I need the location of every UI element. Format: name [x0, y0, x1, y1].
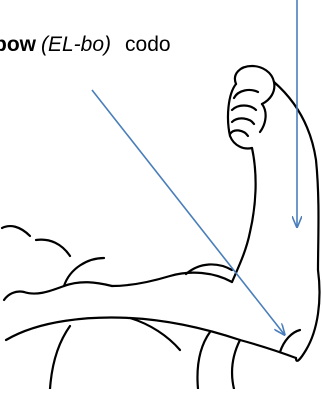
- spanish-translation: codo: [125, 33, 171, 56]
- vocab-label: bow(EL-bo) codo: [0, 32, 171, 58]
- pronunciation: (EL-bo): [41, 33, 111, 56]
- elbow-pointer-arrow: [92, 90, 284, 334]
- arm-sketch: [2, 66, 320, 389]
- english-word: bow: [0, 33, 36, 56]
